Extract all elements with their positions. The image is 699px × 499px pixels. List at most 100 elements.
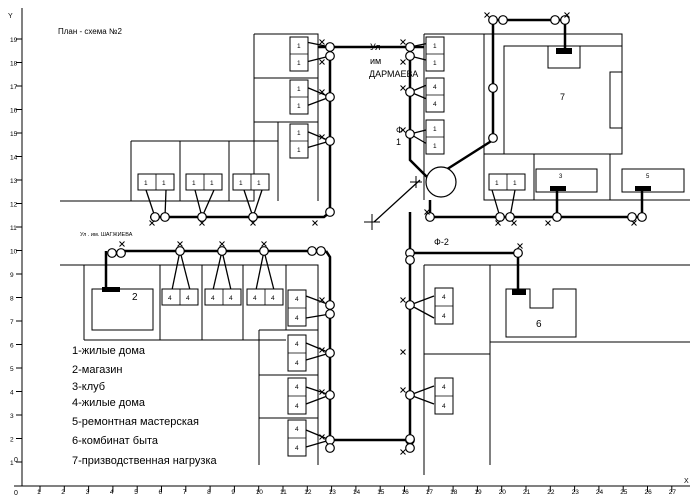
- pipe-node: [425, 212, 435, 222]
- house-number: 1: [297, 130, 301, 137]
- x-tick-label: 7: [183, 489, 187, 496]
- pipe-node: [505, 212, 515, 222]
- x-tick-label: 25: [620, 489, 628, 496]
- y-origin-label: 0: [14, 457, 18, 464]
- street-shagzhieva-label: Ул . им. ШАГЖИЕВА: [80, 232, 133, 238]
- valve-mark: [199, 220, 205, 226]
- valve-mark: [400, 85, 406, 91]
- legend-item-3: 3-клуб: [72, 381, 106, 393]
- pipe-node: [107, 248, 117, 258]
- house-number: 1: [210, 180, 214, 187]
- pipe-node: [325, 92, 335, 102]
- pipe-node: [197, 212, 207, 222]
- coordinate-axes: [14, 8, 690, 487]
- plan-title: План - схема №2: [58, 27, 123, 36]
- pipe-node: [405, 87, 415, 97]
- pipe-node: [405, 390, 415, 400]
- house-number: 4: [295, 315, 299, 322]
- valve-mark: [400, 59, 406, 65]
- pipe-node: [498, 15, 508, 25]
- valve-mark: [177, 241, 183, 247]
- x-origin-label: 0: [14, 490, 18, 497]
- house-number: 1: [297, 43, 301, 50]
- valve-marks: [119, 12, 637, 455]
- pipe-node: [627, 212, 637, 222]
- street-darmaeva-label-2: им: [370, 56, 381, 66]
- pipe-node: [405, 434, 415, 444]
- node-f1-label-2: 1: [396, 137, 401, 147]
- pipe-node: [116, 248, 126, 258]
- y-axis-label: Y: [8, 13, 13, 20]
- valve-mark: [545, 220, 551, 226]
- house-number: 4: [442, 403, 446, 410]
- axis-ticks: [16, 38, 673, 492]
- heat-source-circle: [425, 166, 457, 198]
- pipe-node: [488, 15, 498, 25]
- x-tick-label: 12: [304, 489, 312, 496]
- y-tick-label: 12: [10, 202, 18, 209]
- valve-mark: [400, 387, 406, 393]
- pipe-node: [325, 348, 335, 358]
- x-tick-label: 26: [645, 489, 653, 496]
- x-tick-label: 17: [426, 489, 434, 496]
- pipe-node: [325, 207, 335, 217]
- x-tick-label: 22: [547, 489, 555, 496]
- pipe-node: [513, 248, 523, 258]
- house-number: 4: [271, 295, 275, 302]
- house-number: 4: [253, 295, 257, 302]
- valve-mark: [631, 220, 637, 226]
- pipe-node: [325, 300, 335, 310]
- valve-mark: [400, 449, 406, 455]
- house-number: 1: [192, 180, 196, 187]
- y-tick-label: 10: [10, 249, 18, 256]
- substation-markers: [102, 48, 651, 295]
- x-tick-label: 6: [159, 489, 163, 496]
- valve-mark: [261, 241, 267, 247]
- legend-item-1: 1-жилые дома: [72, 345, 145, 357]
- valve-mark: [319, 297, 325, 303]
- pipe-node: [259, 246, 269, 256]
- pipe-node: [560, 15, 570, 25]
- x-tick-label: 5: [134, 489, 138, 496]
- house-number: 1: [433, 143, 437, 150]
- valve-mark: [511, 220, 517, 226]
- valve-mark: [319, 389, 325, 395]
- pipe-node: [175, 246, 185, 256]
- x-tick-label: 14: [353, 489, 361, 496]
- street-darmaeva-label-3: ДАРМАЕВА: [369, 69, 418, 79]
- house-number: 1: [162, 180, 166, 187]
- legend-item-2: 2-магазин: [72, 364, 123, 376]
- house-number: 1: [513, 180, 517, 187]
- valve-mark: [119, 241, 125, 247]
- house-number: 1: [239, 180, 243, 187]
- house-number: 4: [433, 101, 437, 108]
- x-tick-label: 23: [572, 489, 580, 496]
- pipe-node: [488, 133, 498, 143]
- valve-mark: [484, 12, 490, 18]
- house-number: 4: [229, 295, 233, 302]
- y-tick-label: 7: [10, 319, 14, 326]
- valve-mark: [400, 127, 406, 133]
- y-tick-label: 17: [10, 84, 18, 91]
- x-tick-label: 1: [37, 489, 41, 496]
- x-tick-label: 27: [669, 489, 677, 496]
- pipe-node: [325, 51, 335, 61]
- pipe-node: [325, 309, 335, 319]
- building-number-2: 2: [132, 292, 138, 303]
- valve-mark: [319, 434, 325, 440]
- y-tick-label: 6: [10, 343, 14, 350]
- pipe-node: [405, 255, 415, 265]
- valve-mark: [400, 297, 406, 303]
- valve-mark: [149, 220, 155, 226]
- y-tick-label: 18: [10, 61, 18, 68]
- pipe-node: [325, 136, 335, 146]
- house-number: 1: [297, 147, 301, 154]
- x-tick-label: 15: [377, 489, 385, 496]
- house-number: 1: [297, 86, 301, 93]
- x-tick-label: 24: [596, 489, 604, 496]
- legend-item-6: 6-комбинат быта: [72, 435, 159, 447]
- pipe-node: [552, 212, 562, 222]
- legend-item-4: 4-жилые дома: [72, 397, 145, 409]
